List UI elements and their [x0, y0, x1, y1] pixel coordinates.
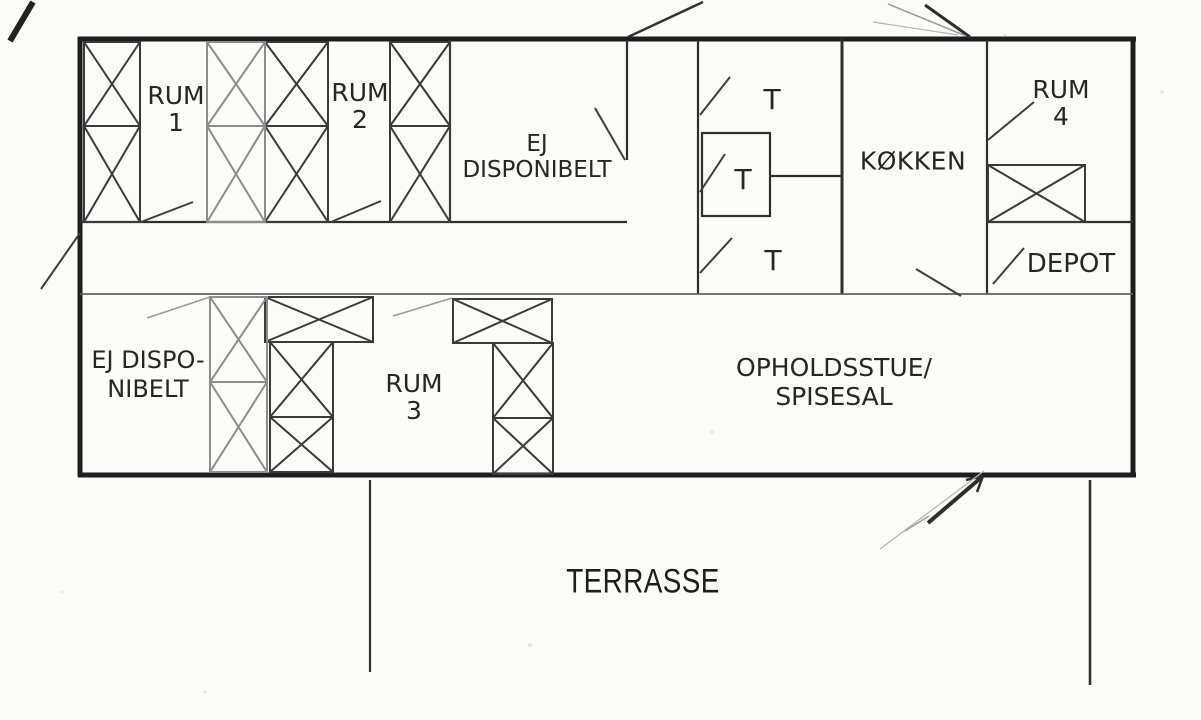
furniture-dark: [83, 41, 1086, 475]
room-label-toilet-3: T: [764, 243, 782, 277]
wardrobe-icon: [209, 296, 268, 383]
toilet-cubicle-wall: [700, 131, 772, 218]
room-label-opholdsstue-line1: OPHOLDSSTUE/: [736, 353, 932, 382]
room-label-ej-disponibelt-line1: EJ: [526, 131, 548, 157]
room-label-ej-disponibelt: EJ DISPONIBELT: [462, 131, 611, 183]
bed-icon: [264, 296, 374, 343]
room-label-rum-2-line2: 2: [352, 105, 368, 134]
bed-icon: [264, 125, 329, 223]
room-label-ej-disponibelt-line2: DISPONIBELT: [462, 157, 612, 183]
room-label-rum-1-line1: RUM: [147, 81, 205, 110]
room-label-toilet-2-text: T: [734, 162, 752, 196]
room-label-rum-3: RUM 3: [385, 370, 442, 424]
exterior-marks: [627, 0, 971, 39]
room-label-rum-3-line2: 3: [406, 396, 422, 425]
terrace-lines: [368, 480, 1092, 685]
bed-icon: [492, 417, 554, 475]
bed-icon: [389, 125, 451, 223]
room-label-opholdsstue-line2: SPISESAL: [775, 382, 893, 411]
paper-speckles: [60, 33, 1164, 694]
bed-icon: [492, 342, 554, 419]
room-label-ej-disponibelt-2-line1: EJ DISPO-: [91, 346, 205, 374]
room-label-depot-text: DEPOT: [1026, 248, 1116, 279]
bed-icon: [264, 41, 329, 127]
bed-icon: [987, 164, 1086, 223]
room-label-ej-disponibelt-2-line2: NIBELT: [107, 375, 189, 403]
area-label-terrasse: TERRASSE: [566, 562, 720, 601]
room-label-koekken-text: KØKKEN: [859, 146, 967, 176]
bed-icon: [83, 125, 141, 223]
scan-artifact-corner: [7, 0, 36, 43]
room-label-depot: DEPOT: [1027, 250, 1115, 278]
room-label-koekken: KØKKEN: [860, 148, 966, 175]
room-label-opholdsstue: OPHOLDSSTUE/ SPISESAL: [736, 353, 932, 411]
room-label-toilet-2: T: [734, 162, 752, 196]
bed-icon: [206, 125, 266, 223]
wardrobe-icon: [209, 381, 268, 473]
bed-icon: [452, 298, 553, 344]
bed-icon: [206, 41, 266, 127]
room-label-toilet-1: T: [763, 82, 781, 116]
area-label-terrasse-text: TERRASSE: [566, 562, 720, 601]
room-label-rum-4: RUM 4: [1032, 76, 1089, 130]
room-label-ej-disponibelt-2: EJ DISPO- NIBELT: [91, 346, 204, 404]
room-label-rum-2: RUM 2: [331, 79, 388, 133]
furniture-light: [206, 41, 268, 473]
room-label-rum-4-line1: RUM: [1032, 75, 1090, 104]
room-label-rum-4-line2: 4: [1053, 102, 1069, 131]
door-swings-light: [146, 296, 453, 319]
room-label-rum-2-line1: RUM: [331, 78, 389, 107]
room-label-rum-1-line2: 1: [168, 108, 184, 137]
outer-walls: [77, 36, 1136, 478]
room-label-toilet-3-text: T: [764, 243, 782, 277]
bed-icon: [83, 41, 141, 127]
bed-icon: [269, 341, 334, 418]
room-label-rum-1: RUM 1: [147, 82, 204, 136]
bed-icon: [269, 416, 334, 473]
door-swings: [40, 76, 1035, 297]
bed-icon: [389, 41, 451, 127]
entrance-arrow: [879, 470, 985, 550]
room-label-rum-3-line1: RUM: [385, 369, 443, 398]
room-label-toilet-1-text: T: [763, 82, 781, 116]
